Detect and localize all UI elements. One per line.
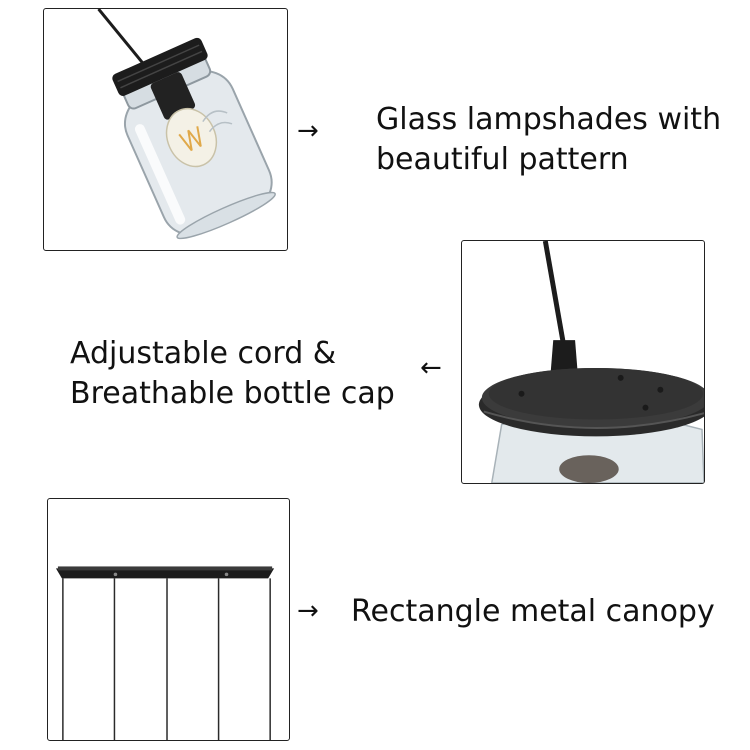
vent-hole bbox=[518, 390, 525, 397]
pendant-cord bbox=[97, 9, 145, 65]
bulb-socket bbox=[150, 72, 196, 120]
bottle-cap-illustration bbox=[478, 241, 704, 483]
glass-jar-illustration bbox=[97, 9, 276, 240]
mason-jar bbox=[112, 37, 276, 240]
right-arrow-icon: → bbox=[297, 596, 319, 626]
vent-hole bbox=[657, 386, 664, 393]
vent-hole bbox=[617, 374, 624, 381]
canopy-illustration bbox=[55, 566, 275, 740]
caption-line: Rectangle metal canopy bbox=[351, 594, 715, 629]
bottle-cap-image bbox=[461, 240, 705, 484]
caption-rectangle-canopy: Rectangle metal canopy bbox=[351, 592, 715, 632]
caption-adjustable-cord: Adjustable cord & Breathable bottle cap bbox=[70, 334, 395, 414]
vent-hole bbox=[642, 404, 649, 411]
caption-glass-lampshades: Glass lampshades with beautiful pattern bbox=[376, 100, 721, 180]
glass-lampshade-image bbox=[43, 8, 288, 251]
glass-highlight bbox=[134, 124, 186, 225]
adjustable-cord bbox=[542, 241, 567, 349]
caption-line: beautiful pattern bbox=[376, 142, 629, 177]
right-arrow-icon: → bbox=[297, 116, 319, 146]
rectangle-canopy bbox=[55, 568, 275, 579]
caption-line: Glass lampshades with bbox=[376, 102, 722, 137]
canopy-image bbox=[47, 498, 290, 741]
caption-line: Breathable bottle cap bbox=[70, 376, 395, 411]
caption-line: Adjustable cord & bbox=[70, 336, 337, 371]
left-arrow-icon: ← bbox=[420, 353, 442, 383]
